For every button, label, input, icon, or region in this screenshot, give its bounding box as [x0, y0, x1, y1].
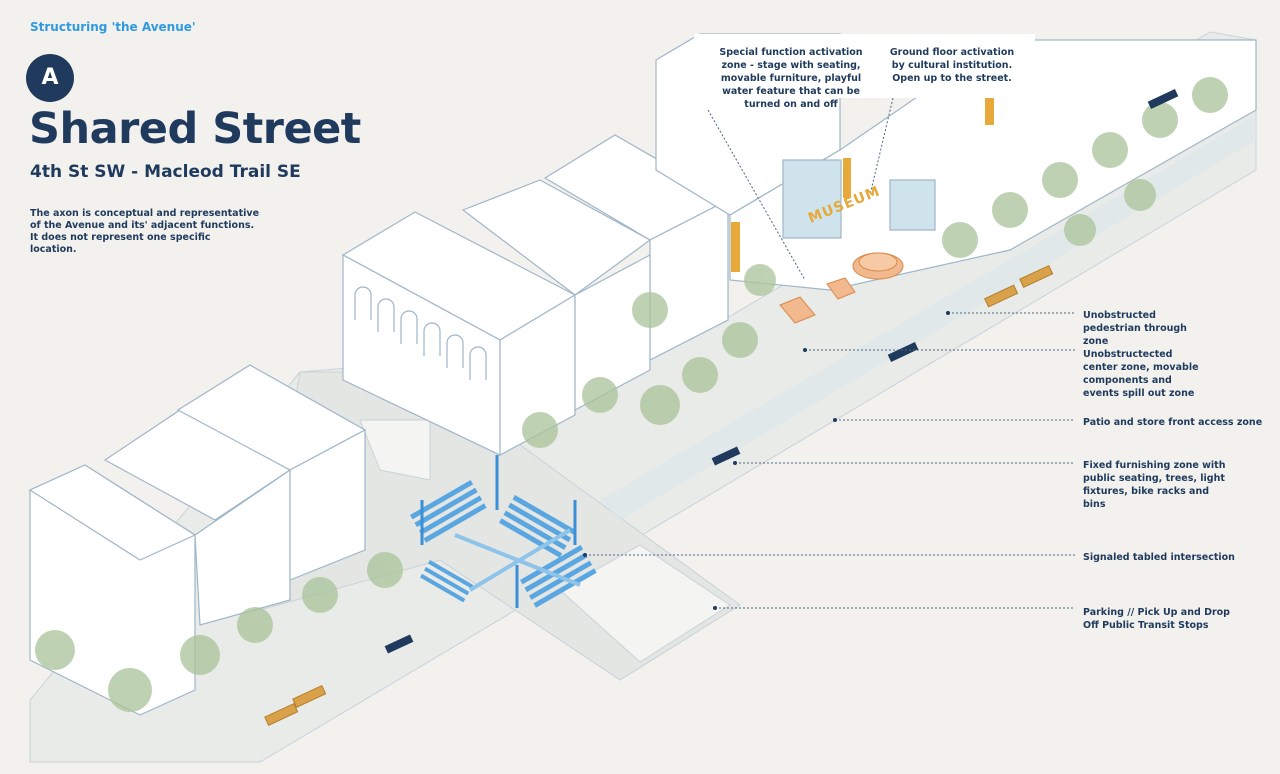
callout-special-function: Special function activation zone - stage… — [719, 47, 863, 110]
callout-dots — [583, 311, 950, 610]
callout-box — [694, 34, 1035, 98]
section-label: Structuring 'the Avenue' — [30, 20, 196, 34]
section-badge: A — [26, 54, 74, 102]
bike-racks — [384, 89, 1179, 654]
crosswalks — [410, 480, 597, 608]
legend-center-zone: Unobstructected center zone, movable com… — [1083, 349, 1199, 399]
traffic-signals — [420, 455, 577, 608]
activation-furniture — [264, 252, 1054, 726]
legend-patio-zone: Patio and store front access zone — [1083, 417, 1263, 428]
legend-furnishing-zone: Fixed furnishing zone with public seatin… — [1083, 460, 1226, 510]
page-title: Shared Street — [29, 104, 361, 154]
legend-pedestrian-zone: Unobstructed pedestrian through zone — [1083, 310, 1187, 347]
disclaimer-note: The axon is conceptual and representativ… — [30, 208, 260, 255]
callout-ground-floor: Ground floor activation by cultural inst… — [889, 47, 1015, 84]
callout-leaders — [585, 97, 1075, 609]
legend-parking: Parking // Pick Up and Drop Off Public T… — [1083, 607, 1230, 631]
page-subtitle: 4th St SW - Macleod Trail SE — [30, 162, 301, 182]
legend-intersection: Signaled tabled intersection — [1083, 552, 1235, 563]
buildings-center — [341, 134, 730, 456]
street-trees — [35, 77, 1228, 712]
